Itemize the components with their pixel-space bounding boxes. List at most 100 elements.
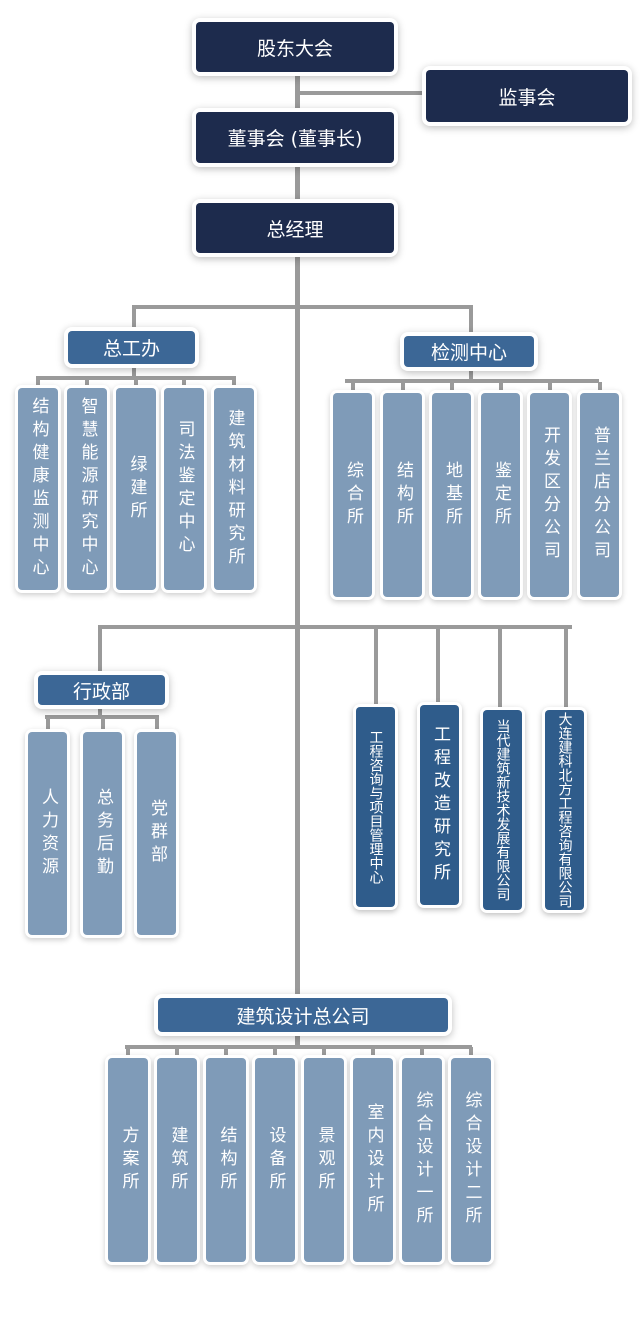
line-level2	[98, 625, 572, 629]
unit-label: 工程咨询与项目管理中心	[367, 730, 384, 884]
connector	[85, 378, 89, 388]
connector	[45, 717, 50, 732]
connector	[232, 378, 236, 388]
connector	[132, 305, 136, 333]
unit-label: 大连建科北方工程咨询有限公司	[556, 712, 573, 908]
unit-box: 开发区分公司	[530, 393, 569, 597]
unit-label: 结构所	[393, 460, 413, 530]
connector	[469, 1047, 473, 1058]
gm-label: 总经理	[266, 218, 324, 241]
unit-box: 鉴定所	[481, 393, 520, 597]
unit-label: 景观所	[314, 1125, 335, 1195]
board-label: 董事会 (董事长)	[227, 128, 363, 150]
unit-box: 工程咨询与项目管理中心	[356, 707, 395, 907]
jiance-box: 检测中心	[404, 336, 534, 367]
zonggongban-label: 总工办	[102, 338, 160, 360]
connector	[273, 1047, 277, 1058]
connector	[126, 1047, 130, 1058]
unit-label: 地基所	[442, 460, 462, 530]
unit-label: 综合所	[343, 460, 363, 530]
unit-box: 室内设计所	[353, 1058, 393, 1262]
unit-label: 工程改造研究所	[430, 724, 450, 886]
connector	[345, 379, 599, 383]
connector	[98, 705, 102, 717]
connector	[449, 382, 454, 393]
unit-box: 大连建科北方工程咨询有限公司	[545, 710, 584, 910]
unit-box: 工程改造研究所	[420, 705, 459, 905]
unit-label: 方案所	[118, 1125, 139, 1195]
unit-box: 景观所	[304, 1058, 344, 1262]
connector	[36, 378, 40, 388]
unit-label: 综合设计二所	[461, 1091, 482, 1229]
unit-box: 人力资源	[28, 732, 67, 935]
unit-box: 结构健康监测中心	[18, 388, 58, 590]
supervisors-box: 监事会	[426, 70, 628, 122]
sheji-box: 建筑设计总公司	[158, 998, 448, 1032]
connector	[374, 625, 378, 709]
connector	[98, 625, 102, 677]
unit-box: 综合所	[333, 393, 372, 597]
unit-box: 司法鉴定中心	[164, 388, 204, 590]
unit-label: 绿建所	[126, 454, 147, 524]
unit-label: 建筑所	[167, 1125, 188, 1195]
unit-label: 党群部	[147, 799, 167, 868]
connector	[132, 364, 136, 378]
unit-box: 结构所	[383, 393, 422, 597]
unit-label: 建筑材料研究所	[224, 408, 245, 570]
unit-box: 党群部	[137, 732, 176, 935]
shareholders-box: 股东大会	[196, 22, 394, 72]
supervisors-label: 监事会	[498, 86, 556, 109]
unit-box: 方案所	[108, 1058, 148, 1262]
unit-label: 结构所	[216, 1125, 237, 1195]
xingzheng-box: 行政部	[38, 675, 165, 705]
connector	[469, 367, 473, 381]
unit-label: 普兰店分公司	[590, 426, 610, 564]
connector	[224, 1047, 228, 1058]
connector	[154, 717, 159, 732]
unit-box: 综合设计一所	[402, 1058, 442, 1262]
unit-box: 绿建所	[116, 388, 156, 590]
unit-box: 总务后勤	[83, 732, 122, 935]
unit-label: 智慧能源研究中心	[77, 397, 98, 581]
unit-box: 建筑所	[157, 1058, 197, 1262]
unit-box: 建筑材料研究所	[214, 388, 254, 590]
connector	[564, 625, 568, 711]
connector	[175, 1047, 179, 1058]
sheji-label: 建筑设计总公司	[236, 1005, 370, 1028]
unit-box: 智慧能源研究中心	[67, 388, 107, 590]
connector	[436, 625, 440, 707]
unit-label: 室内设计所	[363, 1102, 384, 1218]
connector	[597, 382, 602, 393]
connector	[295, 1032, 300, 1048]
unit-box: 地基所	[432, 393, 471, 597]
connector	[182, 378, 186, 388]
connector	[469, 305, 473, 337]
trunk-line	[295, 72, 300, 1002]
connector	[498, 625, 502, 711]
connector	[371, 1047, 375, 1058]
connector	[100, 717, 105, 732]
connector	[547, 382, 552, 393]
connector	[134, 378, 138, 388]
unit-box: 结构所	[206, 1058, 246, 1262]
xingzheng-label: 行政部	[72, 680, 130, 703]
connector	[350, 382, 355, 393]
connector	[498, 382, 503, 393]
line-supervisors	[298, 91, 428, 95]
line-level1	[132, 305, 473, 309]
unit-label: 结构健康监测中心	[28, 397, 49, 581]
unit-box: 综合设计二所	[451, 1058, 491, 1262]
jiance-label: 检测中心	[430, 342, 507, 364]
unit-label: 开发区分公司	[540, 426, 560, 564]
unit-box: 普兰店分公司	[580, 393, 619, 597]
unit-label: 人力资源	[38, 787, 58, 880]
gm-box: 总经理	[196, 203, 394, 253]
unit-label: 设备所	[265, 1125, 286, 1195]
unit-box: 设备所	[255, 1058, 295, 1262]
unit-label: 当代建筑新技术发展有限公司	[494, 719, 511, 901]
shareholders-label: 股东大会	[256, 37, 333, 60]
board-box: 董事会 (董事长)	[196, 112, 394, 163]
connector	[400, 382, 405, 393]
unit-label: 综合设计一所	[412, 1091, 433, 1229]
